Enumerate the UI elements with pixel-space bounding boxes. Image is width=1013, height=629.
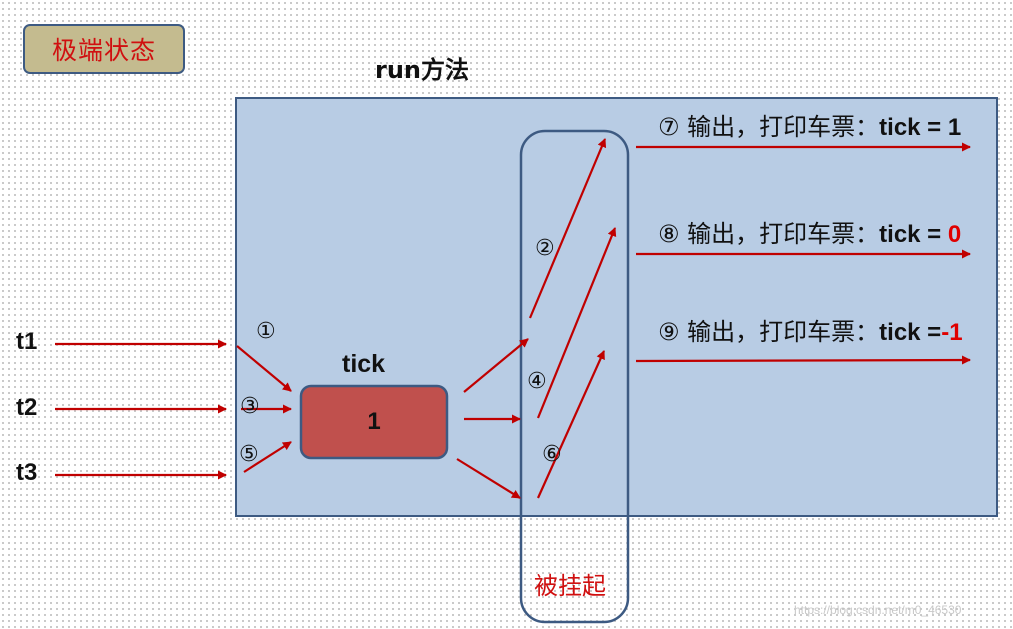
- suspended-region: [519, 129, 630, 624]
- output-7-text: 输出，打印车票：: [679, 113, 880, 141]
- step-4-marker: ④: [527, 369, 547, 394]
- tick-variable-name: tick: [342, 350, 386, 378]
- output-7-number: ⑦: [658, 113, 680, 141]
- suspended-label: 被挂起: [534, 572, 606, 600]
- output-line-8: ⑧ 输出，打印车票：tick = 0: [658, 222, 961, 247]
- step6-arrow: [536, 350, 606, 499]
- step-2-marker: ②: [535, 236, 555, 261]
- output-8-text: 输出，打印车票：: [679, 220, 880, 248]
- tick-box: [299, 384, 449, 460]
- output-line-7: ⑦ 输出，打印车票：tick = 1: [658, 115, 961, 140]
- step-6-marker: ⑥: [542, 442, 562, 467]
- method-label: run方法: [375, 56, 470, 84]
- output-7-value: 1: [941, 114, 962, 141]
- output-8-tick: tick =: [879, 221, 942, 248]
- output-9-arrow: [635, 355, 971, 365]
- output-8-value: 0: [941, 221, 962, 248]
- output-7-tick: tick =: [879, 114, 942, 141]
- thread-label-t1: t1: [16, 328, 38, 355]
- watermark-text: https://blog.csdn.net/m0_46530: [794, 603, 962, 617]
- output-9-value: -1: [941, 319, 963, 346]
- tick-out-arrow-bottom: [456, 458, 521, 499]
- step-5-marker: ⑤: [239, 442, 259, 467]
- step1-arrow: [236, 345, 292, 392]
- thread-label-t2: t2: [16, 394, 38, 421]
- step5-arrow: [243, 441, 292, 473]
- output-9-text: 输出，打印车票：: [679, 318, 880, 346]
- output-line-9: ⑨ 输出，打印车票：tick =-1: [658, 320, 963, 345]
- output-9-number: ⑨: [658, 318, 680, 346]
- tick-variable-value: 1: [367, 408, 381, 435]
- output-8-number: ⑧: [658, 220, 680, 248]
- output-9-tick: tick =: [879, 319, 942, 346]
- title-badge: 极端状态: [23, 24, 185, 74]
- step-3-marker: ③: [240, 394, 260, 419]
- tick-out-arrow-top: [463, 338, 529, 393]
- step-1-marker: ①: [256, 319, 276, 344]
- step2-arrow: [528, 138, 607, 319]
- step4-arrow: [536, 227, 617, 419]
- thread-label-t3: t3: [16, 459, 38, 486]
